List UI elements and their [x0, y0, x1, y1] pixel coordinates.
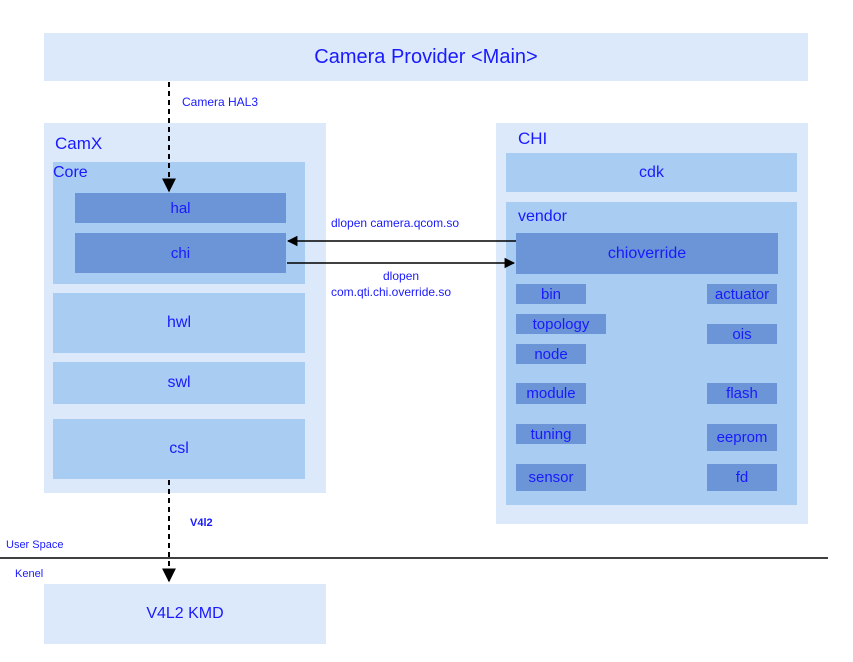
vendor-item-label: flash [726, 385, 758, 402]
vendor-item-label: ois [732, 325, 752, 343]
vendor-item-sensor: sensor [516, 464, 586, 491]
cdk-label: cdk [639, 163, 664, 181]
vendor-item-label: actuator [714, 285, 770, 303]
vendor-item-module: module [516, 383, 586, 404]
camera-provider-box: Camera Provider <Main> [44, 33, 808, 81]
camera-provider-label: Camera Provider <Main> [314, 45, 538, 68]
camera-hal3-label: Camera HAL3 [182, 95, 259, 109]
chioverride-box: chioverride [516, 233, 778, 274]
vendor-item-tuning: tuning [516, 424, 586, 444]
csl-label: csl [169, 440, 189, 457]
vendor-item-flash: flash [707, 383, 777, 404]
vendor-item-label: sensor [528, 469, 574, 486]
dlopen-override-label-1: dlopen [383, 269, 420, 283]
chioverride-label: chioverride [607, 244, 687, 262]
user-space-label: User Space [6, 539, 64, 551]
core-label: Core [53, 164, 88, 181]
vendor-item-eeprom: eeprom [707, 424, 777, 451]
vendor-item-label: bin [540, 285, 562, 303]
v4l2-label: V4l2 [190, 517, 213, 529]
cdk-box: cdk [506, 153, 797, 192]
hwl-label: hwl [166, 314, 191, 331]
hal-label: hal [170, 199, 191, 217]
vendor-item-ois: ois [707, 324, 777, 344]
chi-box: chi [75, 233, 286, 273]
vendor-item-label: fd [735, 469, 749, 486]
dlopen-camera-label: dlopen camera.qcom.so [331, 216, 460, 230]
csl-box: csl [53, 419, 305, 479]
hwl-box: hwl [53, 293, 305, 353]
dlopen-override-label-2: com.qti.chi.override.so [331, 285, 452, 299]
v4l2-kmd-label: V4L2 KMD [146, 605, 224, 622]
swl-label: swl [167, 374, 191, 391]
vendor-item-label: module [526, 385, 576, 402]
vendor-item-fd: fd [707, 464, 777, 491]
vendor-item-node: node [516, 344, 586, 364]
vendor-item-label: eeprom [716, 429, 768, 446]
chi-title: CHI [518, 129, 548, 148]
swl-box: swl [53, 362, 305, 404]
vendor-item-actuator: actuator [707, 284, 777, 304]
vendor-item-bin: bin [516, 284, 586, 304]
chi-label: chi [170, 244, 191, 262]
camx-title: CamX [55, 134, 103, 153]
hal-box: hal [75, 193, 286, 223]
vendor-item-label: topology [532, 315, 590, 333]
v4l2-kmd-box: V4L2 KMD [44, 584, 326, 644]
kernel-label: Kenel [15, 568, 44, 580]
vendor-item-label: node [534, 345, 568, 363]
vendor-label: vendor [518, 208, 567, 225]
vendor-item-label: tuning [530, 425, 572, 443]
vendor-item-topology: topology [516, 314, 606, 334]
